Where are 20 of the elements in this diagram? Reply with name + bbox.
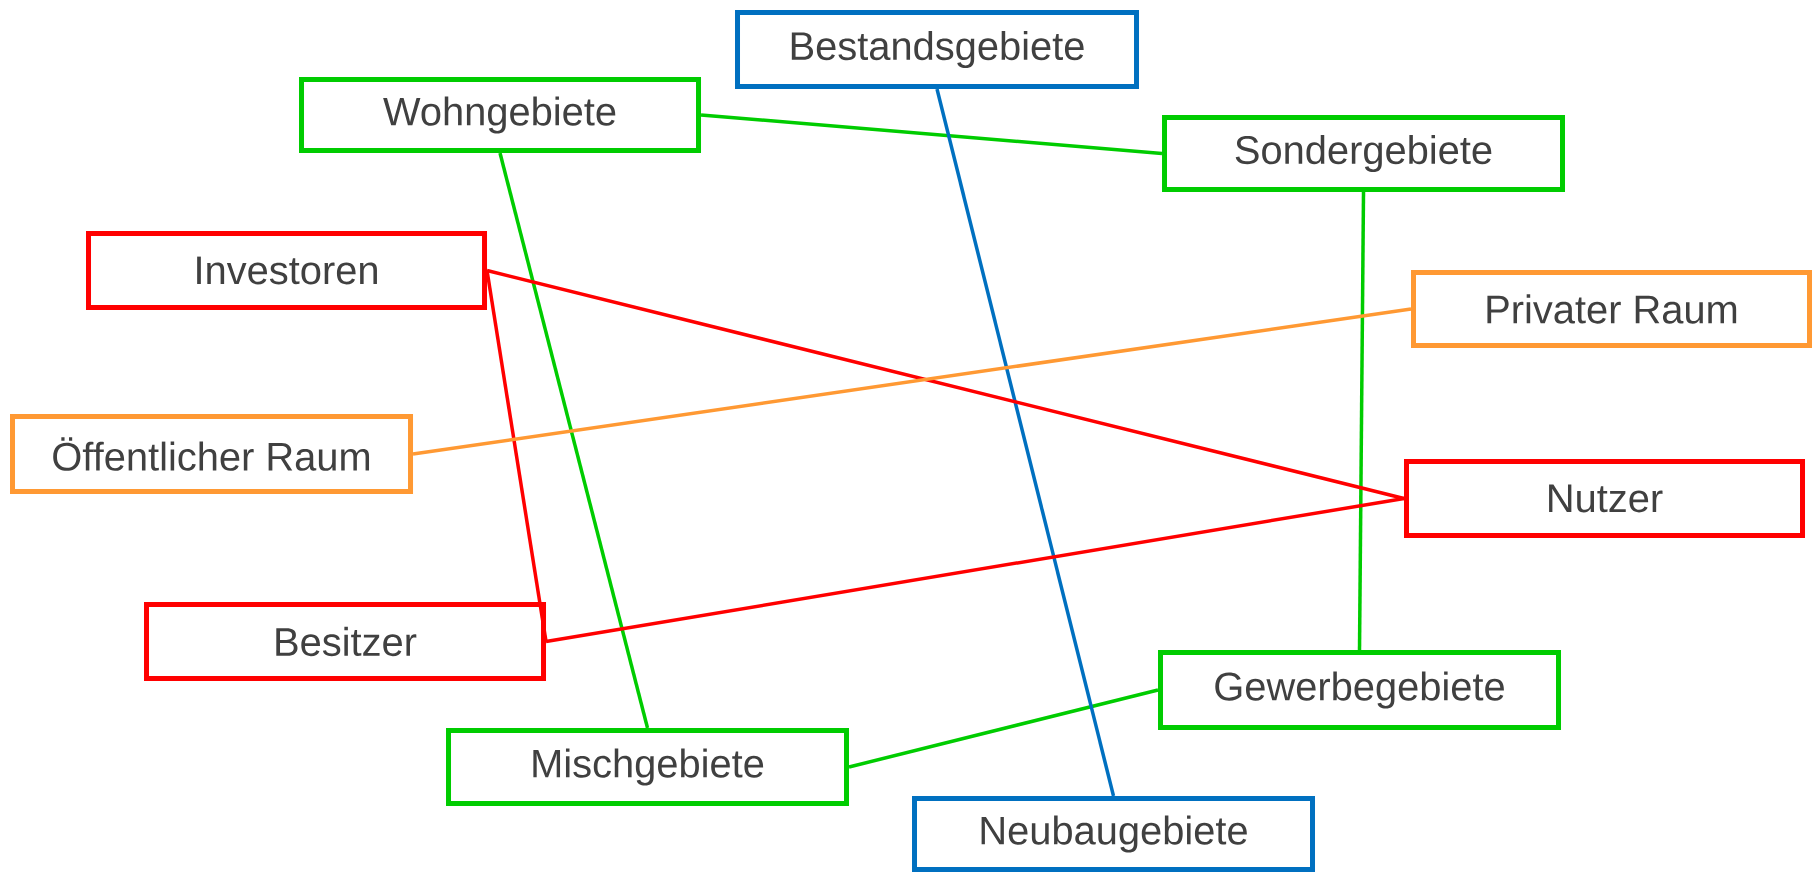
label-box: Bestandsgebiete — [735, 10, 1139, 89]
label-box: Investoren — [86, 231, 487, 310]
label-box: Neubaugebiete — [912, 796, 1315, 872]
connector-line — [486, 268, 1405, 501]
connector-line — [498, 152, 650, 729]
connector-line — [935, 88, 1116, 797]
label-box: Mischgebiete — [446, 728, 849, 806]
label-box: Privater Raum — [1411, 270, 1812, 348]
connector-line — [485, 270, 548, 642]
label-box: Besitzer — [144, 602, 546, 681]
connector-line — [848, 688, 1159, 769]
label-box: Wohngebiete — [299, 77, 701, 153]
connector-line — [700, 113, 1163, 156]
label-box: Gewerbegebiete — [1158, 650, 1561, 730]
connector-line — [412, 307, 1412, 456]
connector-line — [545, 496, 1405, 644]
label-box: Öffentlicher Raum — [10, 414, 413, 494]
label-box: Nutzer — [1404, 459, 1805, 538]
connector-line — [1357, 192, 1366, 650]
label-box: Sondergebiete — [1162, 115, 1565, 192]
